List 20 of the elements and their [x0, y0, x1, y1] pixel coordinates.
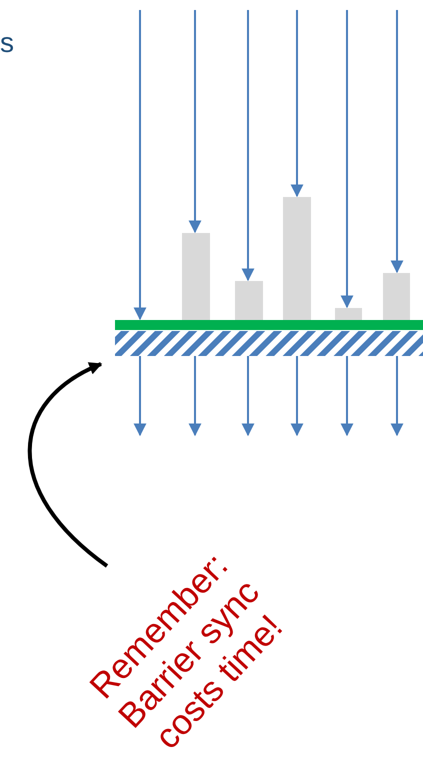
arrow	[28, 362, 108, 568]
idle-time-bar	[235, 281, 263, 320]
arrow	[290, 356, 304, 436]
arrow	[242, 356, 254, 436]
idle-time-bar	[383, 273, 410, 320]
arrow	[134, 10, 146, 320]
idle-time-bar	[335, 308, 362, 320]
arrow	[188, 10, 202, 234]
barrier-bar	[115, 320, 423, 356]
arrow	[340, 10, 354, 308]
arrow	[390, 10, 404, 274]
arrow	[290, 10, 304, 198]
arrow	[390, 356, 404, 436]
idle-time-bar	[182, 233, 210, 320]
arrow	[188, 356, 202, 436]
arrow	[340, 356, 354, 436]
arrow	[134, 356, 146, 436]
arrow	[242, 10, 254, 282]
idle-time-bar	[283, 197, 311, 320]
heading-fragment: s	[0, 27, 14, 59]
